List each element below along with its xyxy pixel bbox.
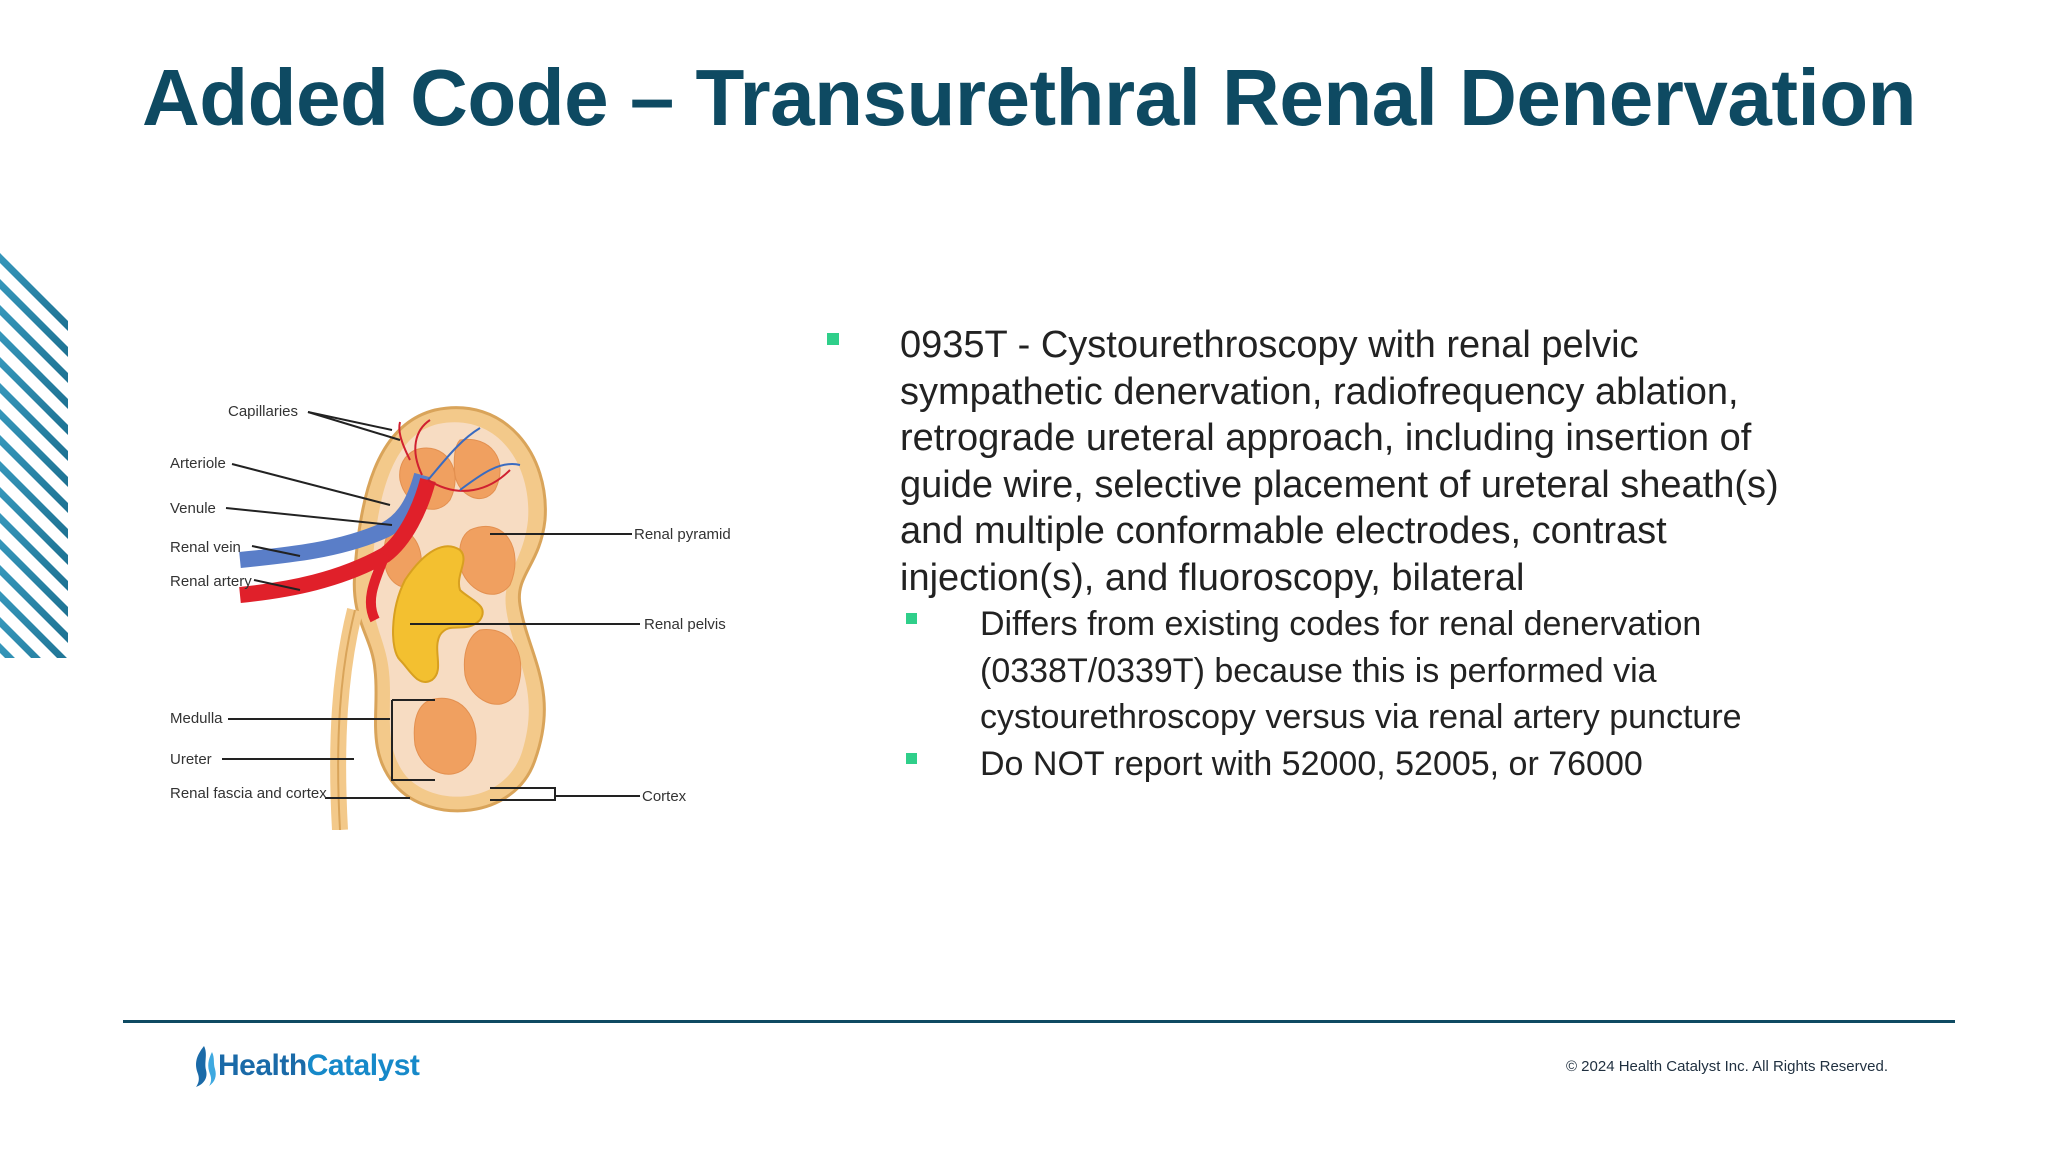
- bullet-main: 0935T - Cystourethroscopy with renal pel…: [820, 322, 1820, 601]
- flame-icon: [196, 1046, 216, 1087]
- bullet-square-icon: [827, 333, 839, 345]
- copyright-text: © 2024 Health Catalyst Inc. All Rights R…: [1565, 1058, 1888, 1075]
- logo-text-catalyst: Catalyst: [306, 1049, 420, 1082]
- slide-title: Added Code – Transurethral Renal Denerva…: [142, 53, 1916, 142]
- label-renal-fascia: Renal fascia and cortex: [170, 785, 327, 802]
- bullet-sub: Differs from existing codes for renal de…: [820, 601, 1820, 741]
- bullet-square-icon: [906, 752, 917, 764]
- label-cortex: Cortex: [642, 788, 687, 805]
- bullet-sub: Do NOT report with 52000, 52005, or 7600…: [820, 741, 1820, 788]
- label-renal-pelvis: Renal pelvis: [644, 616, 726, 633]
- footer-divider: [123, 1020, 1955, 1023]
- label-renal-artery: Renal artery: [170, 573, 252, 590]
- label-arteriole: Arteriole: [170, 455, 226, 472]
- renal-vein: [239, 472, 430, 568]
- label-ureter: Ureter: [170, 751, 212, 768]
- bullet-sub-text: Do NOT report with 52000, 52005, or 7600…: [980, 744, 1643, 783]
- kidney-diagram: Capillaries Arteriole Venule Renal vein …: [170, 403, 731, 830]
- label-renal-vein: Renal vein: [170, 539, 241, 556]
- cortical-vessels: [398, 419, 521, 492]
- renal-pelvis: [392, 545, 484, 683]
- bullet-main-text: 0935T - Cystourethroscopy with renal pel…: [900, 324, 1779, 599]
- bullet-square-icon: [906, 613, 917, 624]
- bullet-sub-text: Differs from existing codes for renal de…: [980, 605, 1742, 736]
- decorative-stripes: [0, 253, 68, 658]
- logo-text-health: Health: [218, 1049, 307, 1082]
- label-capillaries: Capillaries: [228, 403, 298, 420]
- health-catalyst-logo: HealthCatalyst: [192, 1044, 420, 1088]
- label-venule: Venule: [170, 500, 216, 517]
- label-medulla: Medulla: [170, 710, 223, 727]
- label-renal-pyramid: Renal pyramid: [634, 526, 731, 543]
- bullet-content: 0935T - Cystourethroscopy with renal pel…: [820, 322, 1820, 787]
- leader-lines: [222, 411, 640, 801]
